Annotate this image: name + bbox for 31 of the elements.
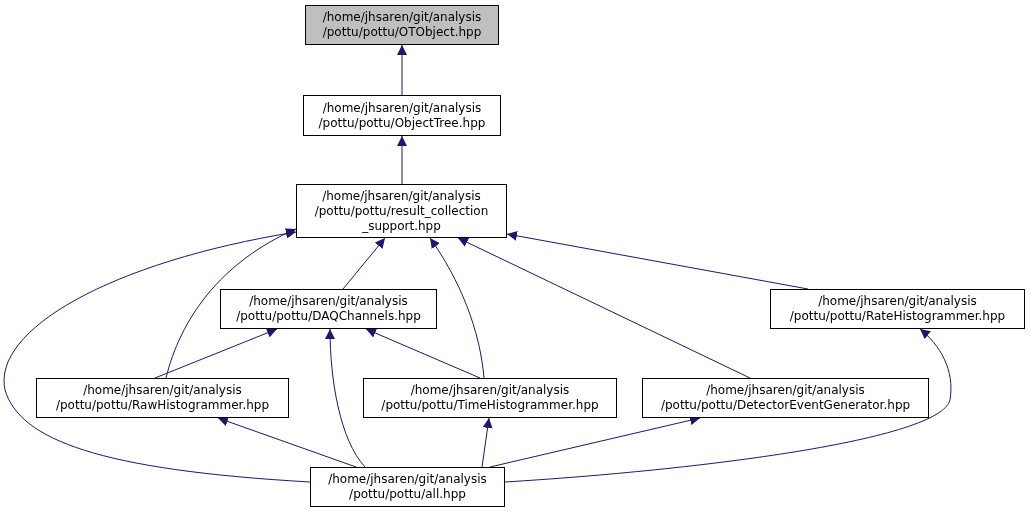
arrow	[504, 328, 952, 483]
file-path: /home/jhsaren/git/analysis /pottu/pottu/DetectorEventGenerator.hpp	[659, 383, 912, 413]
arrow	[342, 237, 386, 290]
arrow	[325, 328, 366, 468]
file-path: /home/jhsaren/git/analysis /pottu/pottu/ObjectTree.hpp	[317, 100, 487, 131]
arrow	[457, 237, 751, 379]
file-box	[642, 378, 929, 418]
arrow	[429, 237, 485, 379]
file-path: /home/jhsaren/git/analysis /pottu/pottu/RawHistogrammer.hpp	[54, 383, 271, 413]
arrow	[481, 417, 493, 468]
file-box	[770, 289, 1025, 329]
file-box	[363, 378, 617, 418]
arrow	[397, 135, 407, 185]
file-box	[36, 378, 289, 418]
arrow	[165, 228, 297, 379]
file-path: /home/jhsaren/git/analysis /pottu/pottu/result_collection _support.hpp	[313, 188, 490, 234]
file-box	[310, 467, 505, 507]
file-path: /home/jhsaren/git/analysis /pottu/pottu/all.hpp	[327, 472, 488, 502]
arrow	[154, 328, 278, 379]
file-box	[220, 289, 437, 329]
file-path: /home/jhsaren/git/analysis /pottu/pottu/OTObject.hpp	[321, 10, 483, 40]
file-box	[303, 95, 501, 136]
arrow	[217, 416, 357, 468]
arrow	[3, 228, 311, 483]
arrow	[397, 44, 407, 96]
file-path: /home/jhsaren/git/analysis /pottu/pottu/DAQChannels.hpp	[235, 294, 422, 324]
file-path: /home/jhsaren/git/analysis /pottu/pottu/TimeHistogrammer.hpp	[380, 383, 600, 413]
file-box	[296, 184, 507, 238]
file-box	[305, 5, 499, 45]
arrow	[365, 328, 481, 379]
file-path: /home/jhsaren/git/analysis /pottu/pottu/RateHistogrammer.hpp	[788, 294, 1007, 324]
